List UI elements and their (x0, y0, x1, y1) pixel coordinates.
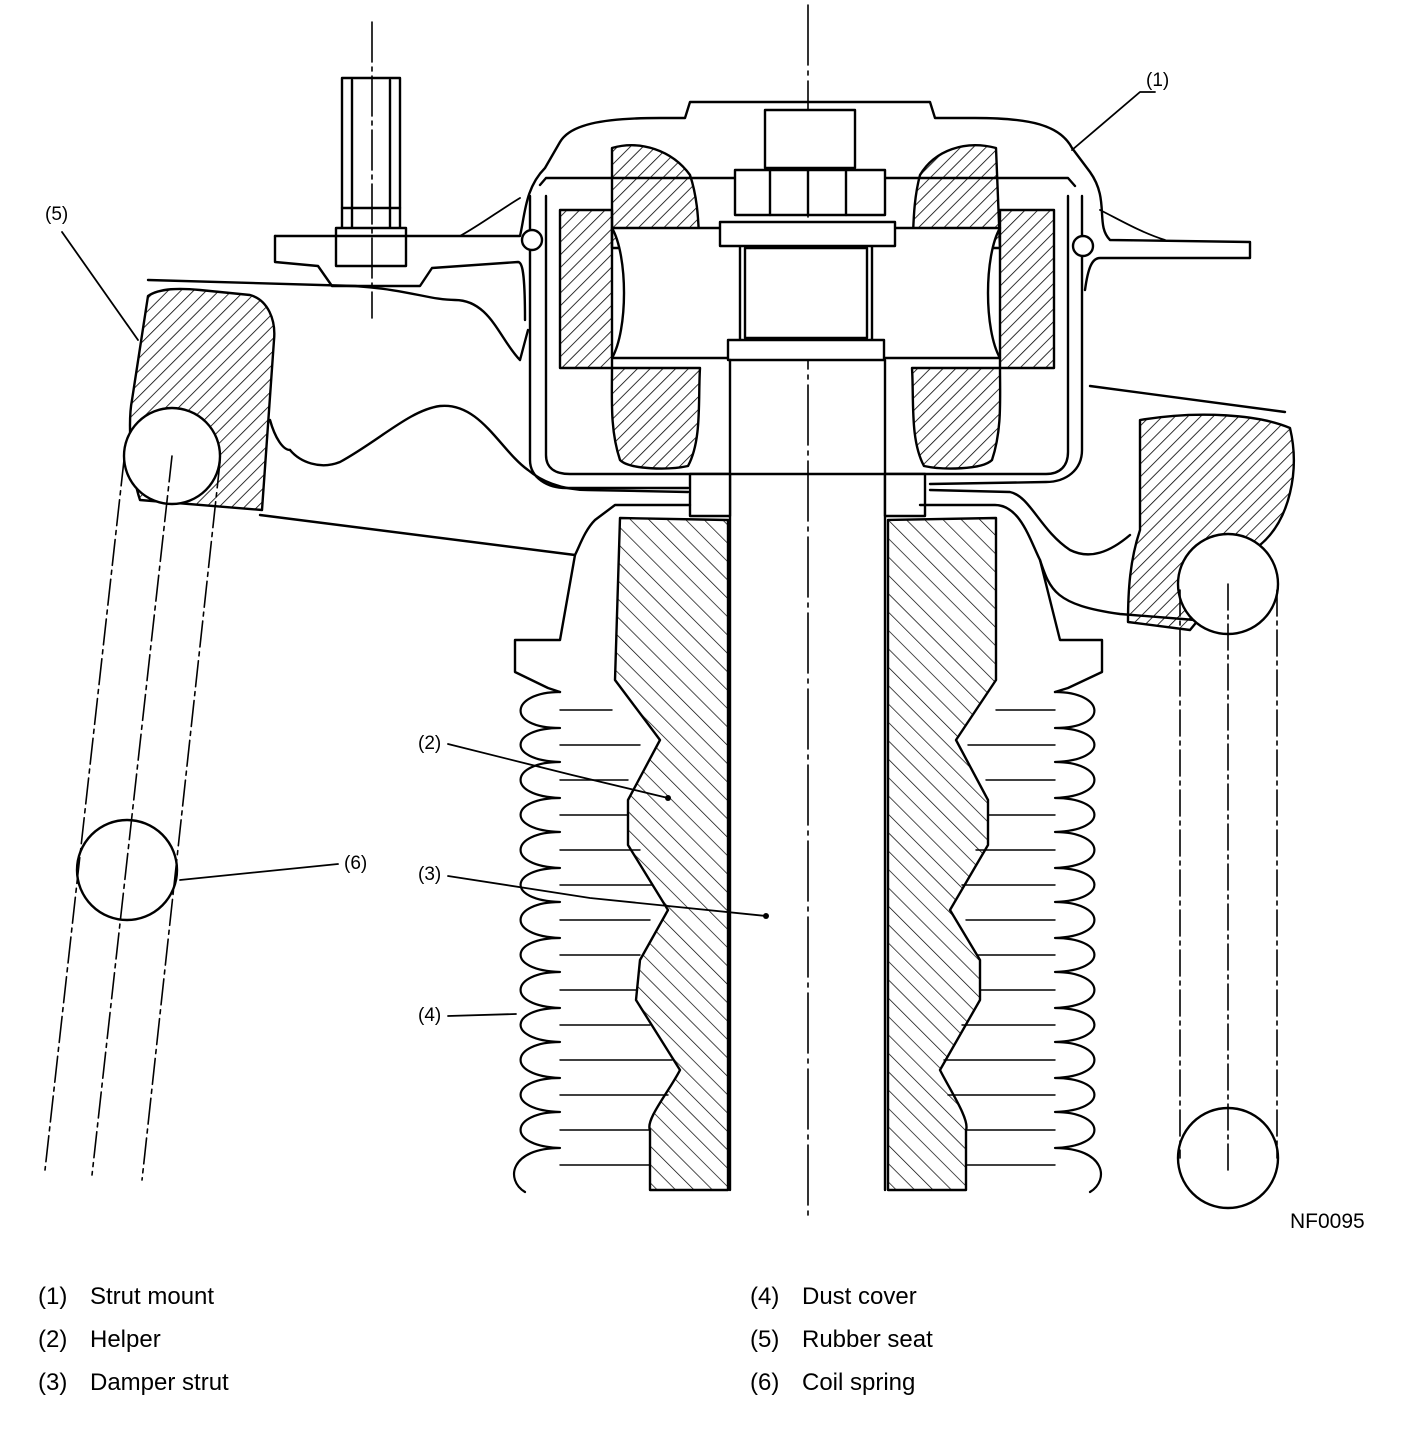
legend-item: (4) Dust cover (750, 1275, 933, 1318)
legend-number: (2) (38, 1325, 68, 1353)
legend-item: (3) Damper strut (38, 1361, 229, 1404)
callout-6: (6) (344, 853, 368, 874)
callout-4: (4) (418, 1005, 442, 1026)
dust-cover-right-folds (1053, 690, 1103, 1194)
dust-cover (512, 553, 1104, 1194)
helper (613, 516, 998, 1192)
legend-item: (1) Strut mount (38, 1275, 229, 1318)
legend-number: (1) (38, 1282, 68, 1310)
legend-label: Dust cover (802, 1282, 917, 1310)
callout-1: (1) (1146, 70, 1170, 91)
legend-label: Helper (90, 1325, 161, 1353)
legend-number: (3) (38, 1368, 68, 1396)
legend-number: (6) (750, 1368, 780, 1396)
legend-right: (4) Dust cover (5) Rubber seat (6) Coil … (750, 1275, 933, 1404)
leader-2 (447, 743, 669, 799)
legend-label: Rubber seat (802, 1325, 933, 1353)
coil-spring (44, 406, 1280, 1210)
legend-item: (5) Rubber seat (750, 1318, 933, 1361)
legend-number: (5) (750, 1325, 780, 1353)
leader-3 (447, 875, 767, 917)
dust-cover-left-folds (512, 690, 562, 1194)
leader-lines (61, 91, 1156, 1017)
top-nut (718, 108, 897, 362)
leader-4 (447, 1013, 517, 1017)
figure-id: NF0095 (1290, 1210, 1365, 1233)
mount-bushing (558, 144, 1056, 470)
legend-label: Coil spring (802, 1368, 916, 1396)
callout-3: (3) (418, 864, 442, 885)
leader-5 (61, 231, 139, 341)
legend-item: (2) Helper (38, 1318, 229, 1361)
strut-mount (273, 100, 1252, 490)
legend-label: Strut mount (90, 1282, 215, 1310)
leader-1 (1071, 91, 1156, 151)
leader-6 (179, 863, 339, 881)
callout-5: (5) (45, 204, 69, 225)
legend-label: Damper strut (90, 1368, 229, 1396)
stud-bolt (334, 21, 408, 319)
strut-assembly-diagram (44, 4, 1295, 1221)
legend-left: (1) Strut mount (2) Helper (3) Damper st… (38, 1275, 229, 1404)
legend-item: (6) Coil spring (750, 1361, 933, 1404)
damper-strut (688, 358, 927, 1192)
legend-number: (4) (750, 1282, 780, 1310)
callout-2: (2) (418, 733, 442, 754)
